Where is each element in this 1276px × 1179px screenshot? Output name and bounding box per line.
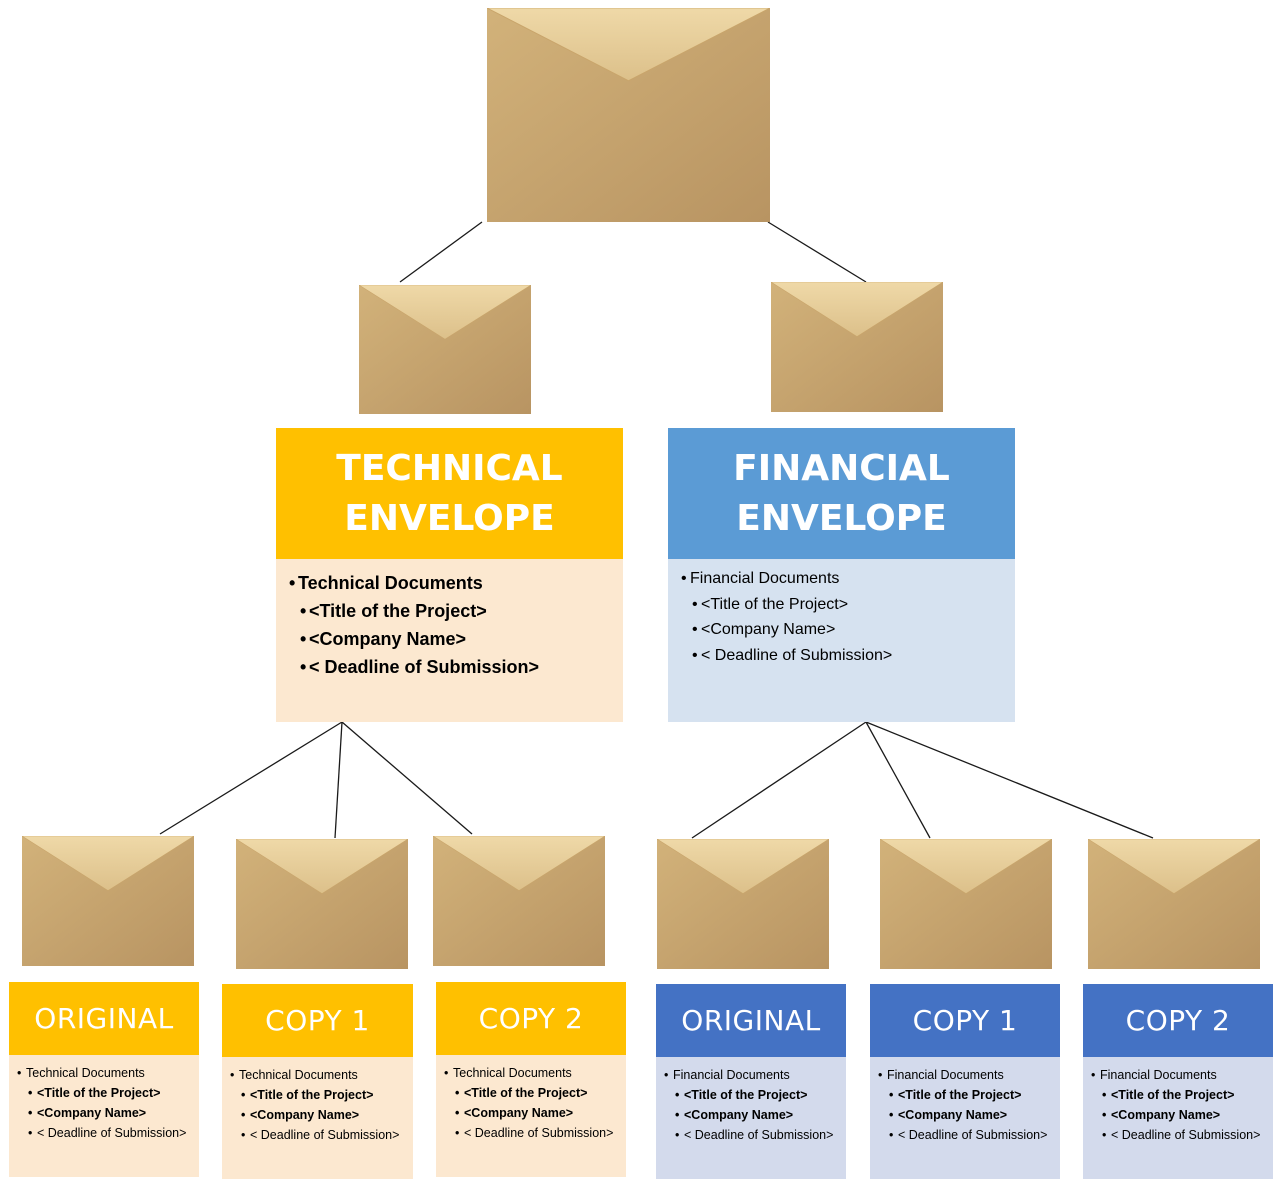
list-item: <Company Name> [675,1105,846,1125]
list-item: Financial Documents [681,566,1015,592]
list-item: <Title of the Project> [455,1083,626,1103]
list-item: Financial Documents [1091,1065,1273,1085]
envelope-icon [771,282,943,412]
card-title: COPY 2 [478,1002,584,1035]
list-item: <Title of the Project> [1102,1085,1273,1105]
list-item: <Company Name> [241,1105,413,1125]
list-item: <Title of the Project> [241,1085,413,1105]
financial-envelope-body: Financial Documents <Title of the Projec… [668,559,1015,722]
envelope-icon [657,839,829,969]
list-item: Technical Documents [444,1063,626,1083]
card-body: Financial Documents <Title of the Projec… [1083,1057,1273,1179]
list-item: <Title of the Project> [675,1085,846,1105]
financial-copy1-card: COPY 1 Financial Documents <Title of the… [870,984,1060,1179]
list-item: < Deadline of Submission> [241,1127,413,1143]
list-item: Financial Documents [878,1065,1060,1085]
card-body: Technical Documents <Title of the Projec… [222,1057,413,1179]
financial-envelope-card: FINANCIAL ENVELOPE Financial Documents <… [668,428,1015,722]
card-header: COPY 2 [1083,984,1273,1057]
envelope-icon [359,285,531,414]
list-item: < Deadline of Submission> [889,1127,1060,1143]
envelope-icon [433,836,605,966]
list-item: < Deadline of Submission> [675,1127,846,1143]
list-item: <Title of the Project> [28,1083,199,1103]
card-title: COPY 2 [1125,1004,1231,1037]
financial-envelope-title: FINANCIAL ENVELOPE [733,447,950,539]
list-item: <Company Name> [1102,1105,1273,1125]
list-item: <Company Name> [692,617,1015,643]
card-body: Financial Documents <Title of the Projec… [870,1057,1060,1179]
financial-copy2-card: COPY 2 Financial Documents <Title of the… [1083,984,1273,1179]
list-item: <Company Name> [300,625,623,653]
list-item: Technical Documents [17,1063,199,1083]
card-header: COPY 2 [436,982,626,1055]
list-item: < Deadline of Submission> [692,643,1015,669]
list-item: < Deadline of Submission> [28,1125,199,1141]
list-item: <Company Name> [455,1103,626,1123]
technical-envelope-card: TECHNICAL ENVELOPE Technical Documents <… [276,428,623,722]
list-item: Technical Documents [230,1065,413,1085]
list-item: <Title of the Project> [889,1085,1060,1105]
technical-original-card: ORIGINAL Technical Documents <Title of t… [9,982,199,1177]
card-title: ORIGINAL [681,1004,821,1037]
card-header: COPY 1 [222,984,413,1057]
list-item: <Company Name> [889,1105,1060,1125]
card-title: COPY 1 [912,1004,1018,1037]
card-body: Financial Documents <Title of the Projec… [656,1057,846,1179]
technical-envelope-title: TECHNICAL ENVELOPE [336,447,563,539]
card-header: ORIGINAL [656,984,846,1057]
card-body: Technical Documents <Title of the Projec… [9,1055,199,1177]
technical-copy1-card: COPY 1 Technical Documents <Title of the… [222,984,413,1179]
list-item: Technical Documents [289,569,623,597]
list-item: <Title of the Project> [300,597,623,625]
list-item: < Deadline of Submission> [455,1125,626,1141]
financial-original-card: ORIGINAL Financial Documents <Title of t… [656,984,846,1179]
envelope-icon [22,836,194,966]
list-item: <Title of the Project> [692,592,1015,618]
card-title: COPY 1 [265,1004,370,1037]
envelope-icon [1088,839,1260,969]
technical-envelope-body: Technical Documents <Title of the Projec… [276,559,623,722]
list-item: <Company Name> [28,1103,199,1123]
list-item: < Deadline of Submission> [300,653,623,681]
card-header: COPY 1 [870,984,1060,1057]
technical-envelope-header: TECHNICAL ENVELOPE [276,428,623,559]
list-item: < Deadline of Submission> [1102,1127,1273,1143]
envelope-icon [487,8,770,222]
financial-envelope-header: FINANCIAL ENVELOPE [668,428,1015,559]
card-title: ORIGINAL [34,1002,174,1035]
card-header: ORIGINAL [9,982,199,1055]
envelope-icon [236,839,408,969]
list-item: Financial Documents [664,1065,846,1085]
technical-copy2-card: COPY 2 Technical Documents <Title of the… [436,982,626,1177]
envelope-icon [880,839,1052,969]
card-body: Technical Documents <Title of the Projec… [436,1055,626,1177]
